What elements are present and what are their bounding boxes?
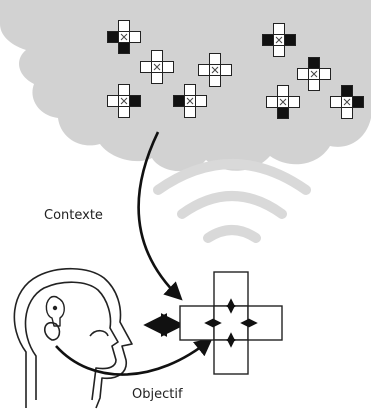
module-cell-top — [273, 23, 285, 35]
module-cell-right — [162, 61, 174, 73]
module-cell-bottom — [118, 106, 130, 118]
module-link-mark — [186, 97, 194, 105]
brain-bulb-icon — [45, 295, 65, 327]
cloud-module-4 — [173, 84, 207, 118]
module-link-mark — [310, 70, 318, 78]
cloud-module-8 — [330, 85, 364, 119]
module-cell-left — [140, 61, 152, 73]
module-link-mark — [211, 66, 219, 74]
module-cell-right — [129, 95, 141, 107]
module-cell-left — [173, 95, 185, 107]
wifi-signal-icon — [153, 159, 311, 243]
module-cell-top — [184, 84, 196, 96]
cloud-module-5 — [262, 23, 296, 57]
module-cell-bottom — [118, 42, 130, 54]
module-link-mark — [153, 63, 161, 71]
objective-arrow — [55, 337, 213, 376]
module-cell-left — [198, 64, 210, 76]
module-cell-bottom — [151, 72, 163, 84]
module-right-cell — [247, 305, 283, 341]
module-link-mark — [275, 36, 283, 44]
module-cell-left — [297, 68, 309, 80]
module-cell-top — [209, 53, 221, 65]
module-link-mark — [279, 98, 287, 106]
cloud-module-3 — [107, 84, 141, 118]
module-cell-right — [352, 96, 364, 108]
module-cell-right — [195, 95, 207, 107]
wifi-arc-inner — [203, 225, 261, 243]
module-cell-right — [284, 34, 296, 46]
module-cell-bottom — [277, 107, 289, 119]
ear — [44, 321, 61, 341]
module-cell-top — [277, 85, 289, 97]
module-cell-top — [308, 57, 320, 69]
head-outline — [13, 267, 133, 409]
module-link-mark — [343, 98, 351, 106]
wifi-arc-middle — [177, 191, 287, 219]
cloud-modules — [107, 20, 364, 119]
module-cell-right — [220, 64, 232, 76]
module-internal-links — [204, 298, 258, 348]
eye — [89, 329, 109, 337]
module-cell-right — [319, 68, 331, 80]
module-cell-left — [107, 95, 119, 107]
cloud-module-9 — [198, 53, 232, 87]
module-cell-bottom — [308, 79, 320, 91]
cloud-module-6 — [297, 57, 331, 91]
module-cell-top — [151, 50, 163, 62]
cloud-module-2 — [140, 50, 174, 84]
module-cell-bottom — [209, 75, 221, 87]
module-cell-top — [118, 20, 130, 32]
module-cell-right — [288, 96, 300, 108]
module-cell-left — [107, 31, 119, 43]
large-cross-module — [179, 271, 283, 375]
wifi-arc-outer — [153, 159, 311, 195]
module-cell-top — [118, 84, 130, 96]
module-cell-top — [341, 85, 353, 97]
context-arrow — [137, 131, 183, 301]
bulb-core — [52, 305, 58, 311]
objective-label: Objectif — [132, 387, 183, 402]
cloud-module-1 — [107, 20, 141, 54]
module-cell-bottom — [341, 107, 353, 119]
module-link-mark — [120, 33, 128, 41]
head-inner-contour — [24, 281, 119, 401]
module-cell-left — [330, 96, 342, 108]
module-cell-right — [129, 31, 141, 43]
human-head-profile-icon — [13, 267, 133, 409]
module-cell-bottom — [184, 106, 196, 118]
module-cell-left — [266, 96, 278, 108]
module-cell-left — [262, 34, 274, 46]
context-label: Contexte — [44, 208, 103, 223]
module-link-mark — [120, 97, 128, 105]
module-cell-bottom — [273, 45, 285, 57]
cloud-module-7 — [266, 85, 300, 119]
